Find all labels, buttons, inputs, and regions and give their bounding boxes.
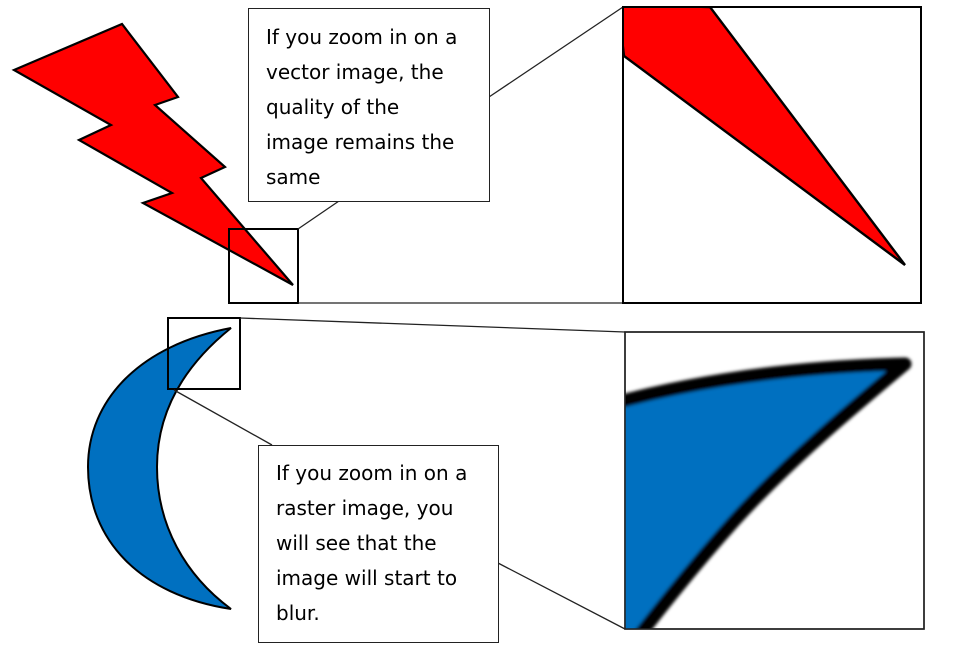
vector-zoom-region-box bbox=[228, 228, 299, 304]
moon-tip-zoomed bbox=[625, 357, 912, 629]
raster-callout-line: blur. bbox=[276, 601, 320, 625]
vector-callout-line: image remains the bbox=[266, 130, 455, 154]
lightning-bolt-shape bbox=[11, 22, 294, 286]
raster-callout-box: If you zoom in on a raster image, you wi… bbox=[258, 445, 499, 643]
vector-callout-box: If you zoom in on a vector image, the qu… bbox=[248, 8, 490, 202]
vector-callout-line: If you zoom in on a bbox=[266, 25, 458, 49]
crescent-moon-shape bbox=[86, 327, 232, 610]
raster-callout-line: will see that the bbox=[276, 531, 437, 555]
raster-zoomed-content bbox=[625, 357, 912, 629]
raster-callout-line: raster image, you bbox=[276, 496, 454, 520]
raster-callout-connector bbox=[173, 389, 273, 446]
vector-zoomed-content bbox=[624, 8, 906, 266]
raster-zoom-connector-bottom bbox=[497, 562, 626, 630]
vector-callout-line: quality of the bbox=[266, 95, 400, 119]
vector-callout-connector bbox=[297, 200, 340, 230]
raster-zoom-connector-top bbox=[239, 317, 626, 333]
raster-callout-line: image will start to bbox=[276, 566, 458, 590]
vector-callout-line: vector image, the bbox=[266, 60, 444, 84]
raster-zoom-region-box bbox=[167, 317, 241, 390]
lightning-tip-zoomed bbox=[624, 8, 906, 266]
vector-callout-line: same bbox=[266, 165, 321, 189]
vector-zoom-connector-top bbox=[488, 6, 624, 98]
raster-callout-line: If you zoom in on a bbox=[276, 461, 468, 485]
